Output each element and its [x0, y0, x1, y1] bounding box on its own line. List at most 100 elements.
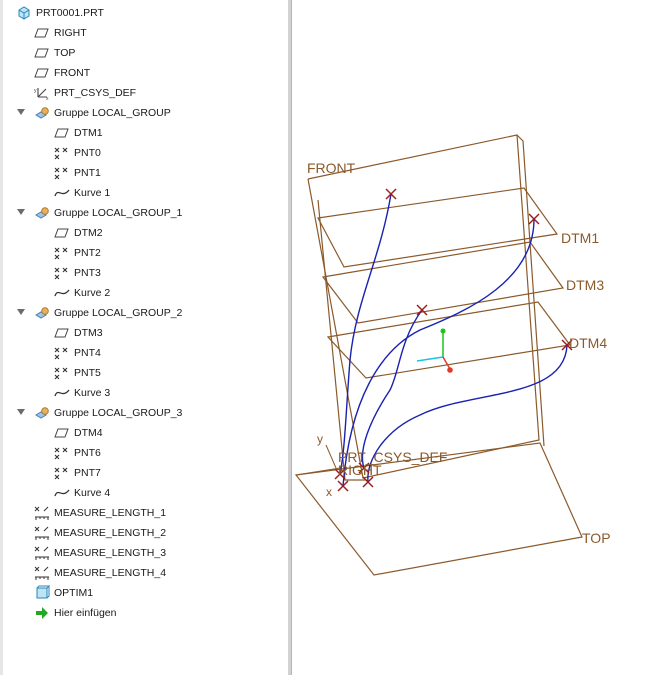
top-plane[interactable]	[294, 442, 583, 576]
datum-point-icon	[54, 365, 70, 381]
dtm1-plane-label[interactable]: DTM1	[561, 230, 599, 246]
csys-y-axis-label: y	[317, 432, 323, 446]
pnt4-point[interactable]	[416, 304, 428, 316]
panel-splitter[interactable]	[288, 0, 292, 675]
expand-arrow-icon[interactable]	[17, 309, 25, 315]
group-icon	[34, 205, 50, 221]
measure-icon	[34, 565, 50, 581]
tree-item-label: PNT5	[74, 367, 101, 379]
svg-text:x: x	[46, 96, 49, 101]
right-plane-label[interactable]: RIGHT	[338, 462, 382, 478]
pnt7-point[interactable]	[362, 476, 374, 488]
tree-item-label: DTM1	[74, 127, 103, 139]
graphics-viewport[interactable]: FRONT DTM1 DTM3 DTM4 TOP RIGHT PRT_CSYS_…	[292, 0, 661, 675]
kurve-4-curve[interactable]	[367, 344, 568, 483]
datum-plane-icon	[54, 425, 70, 441]
csys-y-axis	[325, 444, 337, 469]
model-view-3d[interactable]: FRONT DTM1 DTM3 DTM4 TOP RIGHT PRT_CSYS_…	[292, 0, 661, 675]
tree-item-label: PNT2	[74, 247, 101, 259]
tree-item-label: Gruppe LOCAL_GROUP_3	[54, 407, 183, 419]
front-plane-label[interactable]: FRONT	[307, 160, 356, 176]
tree-item-label: Kurve 1	[74, 187, 111, 199]
tree-item-label: PNT0	[74, 147, 101, 159]
measure-icon	[34, 525, 50, 541]
dtm1-plane[interactable]	[317, 187, 559, 268]
measure-icon	[34, 545, 50, 561]
datum-plane-icon	[54, 225, 70, 241]
pnt3-point[interactable]	[337, 480, 349, 492]
tree-item-label: PNT1	[74, 167, 101, 179]
top-plane-label[interactable]: TOP	[582, 530, 611, 546]
datum-plane-icon	[54, 325, 70, 341]
tree-item-label: Gruppe LOCAL_GROUP_2	[54, 307, 183, 319]
analysis-icon	[34, 585, 51, 601]
dtm4-plane[interactable]	[326, 301, 572, 379]
datum-point-icon	[54, 445, 70, 461]
datum-points	[334, 188, 573, 492]
tree-item-label: FRONT	[54, 67, 91, 79]
datum-point-icon	[54, 245, 70, 261]
expand-arrow-icon[interactable]	[17, 409, 25, 415]
tree-item-label: DTM2	[74, 227, 103, 239]
pnt2-point[interactable]	[528, 213, 540, 225]
triad-z-axis	[416, 356, 444, 362]
tree-item-label: OPTIM1	[54, 587, 94, 599]
tree-item-label: Gruppe LOCAL_GROUP_1	[54, 207, 183, 219]
right-plane[interactable]	[317, 199, 366, 481]
tree-item-label: MEASURE_LENGTH_4	[54, 567, 167, 579]
tree-item-label: TOP	[54, 47, 76, 59]
tree-panel-edge	[0, 0, 3, 675]
front-plane[interactable]	[307, 134, 540, 479]
tree-item-label: PNT7	[74, 467, 101, 479]
tree-item-label: DTM3	[74, 327, 103, 339]
prt-csys	[295, 444, 341, 476]
pnt5-point[interactable]	[358, 462, 370, 474]
datum-plane-icon	[34, 65, 50, 81]
triad-y-tip	[440, 328, 446, 334]
tree-item-label: Kurve 3	[74, 387, 111, 399]
datum-point-icon	[54, 165, 70, 181]
pnt0-point[interactable]	[385, 188, 397, 200]
tree-item-label: Hier einfügen	[54, 607, 117, 619]
tree-item-label: PNT4	[74, 347, 101, 359]
measure-icon	[34, 505, 50, 521]
expand-arrow-icon[interactable]	[17, 209, 25, 215]
expand-arrow-icon[interactable]	[17, 109, 25, 115]
datum-planes	[294, 134, 583, 576]
tree-item-label: MEASURE_LENGTH_3	[54, 547, 167, 559]
tree-item-label: PNT3	[74, 267, 101, 279]
csys-label[interactable]: PRT_CSYS_DEF	[338, 449, 447, 465]
curve-icon	[54, 285, 70, 301]
triad-x-axis	[442, 356, 451, 370]
view-orientation-triad	[416, 328, 453, 373]
kurve-1-curve[interactable]	[339, 193, 392, 475]
dtm3-plane[interactable]	[321, 241, 565, 324]
dtm3-plane-label[interactable]: DTM3	[566, 277, 604, 293]
tree-item-label: PRT_CSYS_DEF	[54, 87, 137, 99]
datum-plane-icon	[34, 45, 50, 61]
group-icon	[34, 305, 50, 321]
datum-plane-icon	[54, 125, 70, 141]
tree-item-label: PRT0001.PRT	[36, 7, 104, 19]
triad-x-tip	[447, 367, 453, 373]
datum-point-icon	[54, 465, 70, 481]
viewport-labels: FRONT DTM1 DTM3 DTM4 TOP RIGHT PRT_CSYS_…	[307, 160, 611, 546]
datum-point-icon	[54, 265, 70, 281]
pnt6-point[interactable]	[561, 339, 573, 351]
dtm4-plane-label[interactable]: DTM4	[569, 335, 607, 351]
pnt1-point[interactable]	[334, 468, 346, 480]
tree-item-label: MEASURE_LENGTH_2	[54, 527, 167, 539]
tree-item-label: DTM4	[74, 427, 103, 439]
datum-point-icon	[54, 345, 70, 361]
datum-point-icon	[54, 145, 70, 161]
curve-icon	[54, 385, 70, 401]
kurve-2-curve[interactable]	[342, 218, 535, 487]
datum-plane-icon	[34, 25, 50, 41]
tree-item-label: MEASURE_LENGTH_1	[54, 507, 167, 519]
curve-icon	[54, 185, 70, 201]
curves	[339, 193, 568, 487]
tree-item-label: Kurve 4	[74, 487, 111, 499]
kurve-3-curve[interactable]	[361, 309, 423, 469]
